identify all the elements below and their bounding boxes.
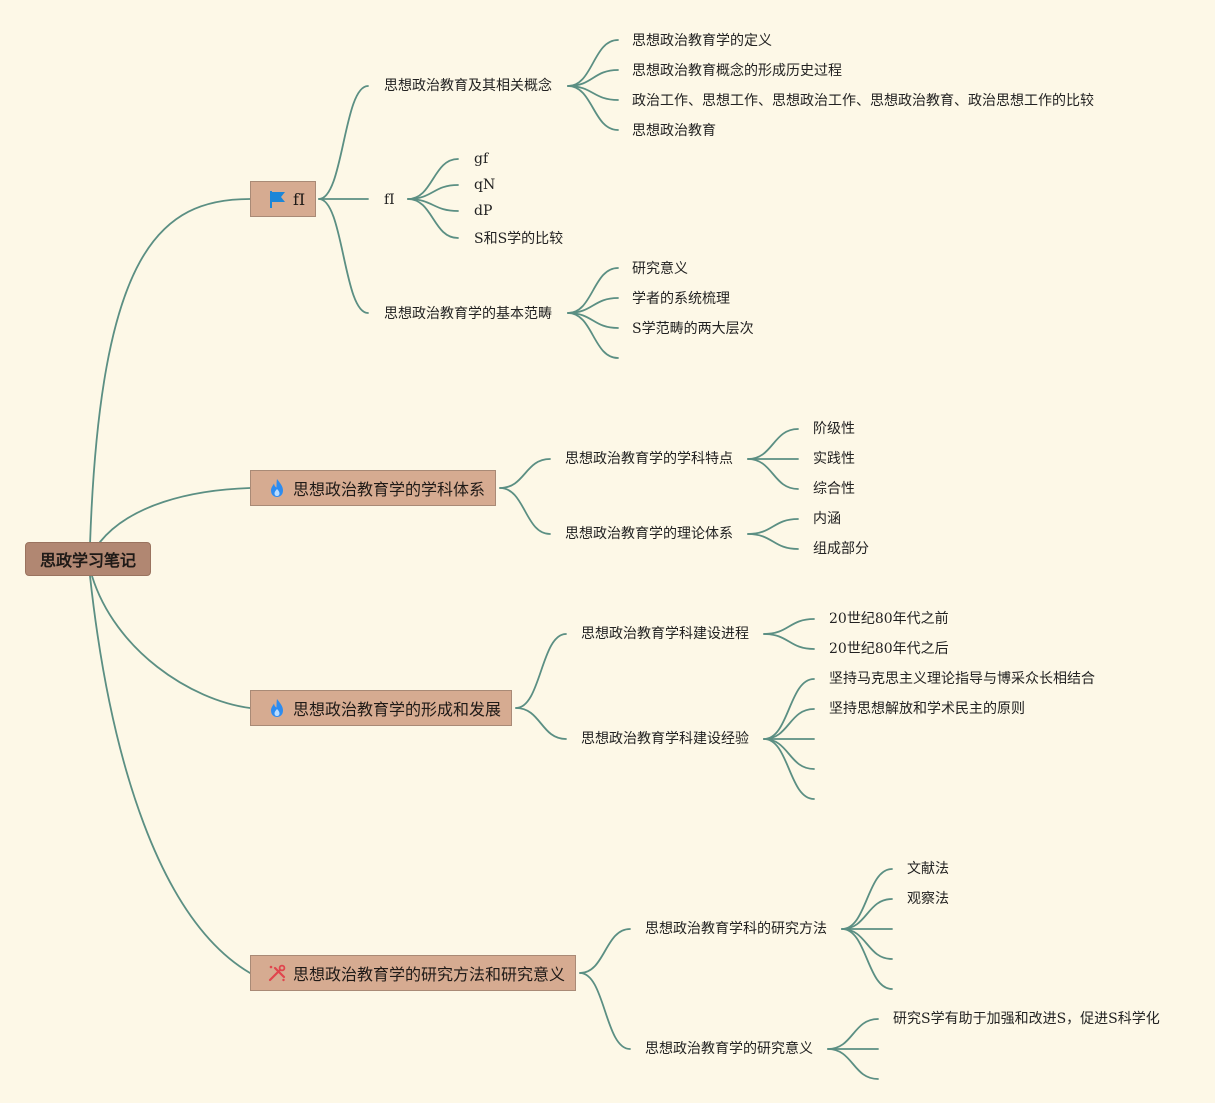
leaf-topic[interactable]: 内涵 bbox=[813, 511, 841, 527]
branch-topic-1[interactable]: 思想政治教育学的学科体系 bbox=[250, 470, 497, 506]
leaf-connector bbox=[827, 1048, 879, 1080]
leaf-connector bbox=[747, 533, 799, 550]
leaf-topic[interactable]: S和S学的比较 bbox=[474, 231, 564, 247]
leaf-topic[interactable]: 思想政治教育学的定义 bbox=[632, 33, 772, 49]
leaf-connector bbox=[499, 487, 551, 535]
leaf-connector bbox=[579, 972, 631, 1050]
subtopic-research-significance[interactable]: 思想政治教育学的研究意义 bbox=[645, 1041, 813, 1057]
fire-icon bbox=[271, 479, 283, 497]
branch-connector bbox=[91, 575, 251, 709]
leaf-topic[interactable]: 研究S学有助于加强和改进S，促进S科学化 bbox=[893, 1011, 1160, 1027]
branch-connector bbox=[89, 575, 251, 974]
leaf-topic[interactable]: 坚持马克思主义理论指导与博采众长相结合 bbox=[829, 671, 1095, 687]
leaf-connector bbox=[841, 928, 893, 960]
fire-icon bbox=[271, 699, 283, 717]
leaf-connector bbox=[763, 633, 815, 650]
leaf-connector bbox=[827, 1018, 879, 1050]
leaf-connector bbox=[841, 868, 893, 930]
leaf-connector bbox=[579, 928, 631, 974]
leaf-connector bbox=[763, 708, 815, 740]
leaf-topic[interactable]: 研究意义 bbox=[632, 261, 688, 277]
leaf-connector bbox=[407, 198, 459, 239]
branch-topic-label: 思想政治教育学的学科体系 bbox=[293, 480, 486, 499]
subtopic-construction-process[interactable]: 思想政治教育学科建设进程 bbox=[581, 626, 749, 642]
leaf-connector bbox=[567, 39, 619, 87]
subtopic-related-concepts[interactable]: 思想政治教育及其相关概念 bbox=[384, 78, 552, 94]
leaf-topic[interactable]: 20世纪80年代之后 bbox=[829, 641, 949, 657]
branch-topic-0[interactable]: fI bbox=[250, 181, 317, 217]
leaf-topic[interactable]: 政治工作、思想工作、思想政治工作、思想政治教育、政治思想工作的比较 bbox=[632, 93, 1094, 109]
leaf-topic[interactable]: 文献法 bbox=[907, 861, 949, 877]
leaf-connector bbox=[763, 738, 815, 800]
leaf-connector bbox=[841, 928, 893, 990]
leaf-topic[interactable]: 20世纪80年代之前 bbox=[829, 611, 949, 627]
leaf-connector bbox=[747, 518, 799, 535]
leaf-topic[interactable]: 组成部分 bbox=[813, 541, 869, 557]
leaf-connector bbox=[567, 312, 619, 359]
leaf-connector bbox=[763, 678, 815, 740]
leaf-topic[interactable]: 综合性 bbox=[813, 481, 855, 497]
leaf-connector bbox=[567, 85, 619, 131]
leaf-connector bbox=[499, 458, 551, 489]
branch-connector bbox=[89, 198, 251, 546]
subtopic-research-methods[interactable]: 思想政治教育学科的研究方法 bbox=[645, 921, 827, 937]
leaf-connector bbox=[318, 85, 369, 200]
branch-topic-3[interactable]: 思想政治教育学的研究方法和研究意义 bbox=[250, 955, 577, 991]
leaf-connector bbox=[515, 633, 567, 709]
leaf-topic[interactable]: 坚持思想解放和学术民主的原则 bbox=[829, 701, 1025, 717]
leaf-topic[interactable]: 实践性 bbox=[813, 451, 855, 467]
leaf-topic[interactable]: S学范畴的两大层次 bbox=[632, 321, 754, 337]
branch-topic-label: 思想政治教育学的形成和发展 bbox=[293, 700, 502, 719]
branch-connector bbox=[99, 487, 251, 543]
flag-icon bbox=[270, 191, 285, 208]
leaf-topic[interactable]: dP bbox=[474, 203, 493, 219]
leaf-topic[interactable]: qN bbox=[474, 177, 496, 193]
leaf-topic[interactable]: 思想政治教育概念的形成历史过程 bbox=[632, 63, 842, 79]
leaf-connector bbox=[747, 428, 799, 460]
subtopic-discipline-features[interactable]: 思想政治教育学的学科特点 bbox=[565, 451, 733, 467]
leaf-topic[interactable]: 思想政治教育 bbox=[632, 123, 716, 139]
leaf-topic[interactable]: 学者的系统梳理 bbox=[632, 291, 730, 307]
subtopic-construction-experience[interactable]: 思想政治教育学科建设经验 bbox=[581, 731, 749, 747]
root-topic-label: 思政学习笔记 bbox=[39, 551, 136, 570]
leaf-connector bbox=[747, 458, 799, 490]
leaf-topic[interactable]: 观察法 bbox=[907, 891, 949, 907]
leaf-connector bbox=[763, 738, 815, 770]
branch-topic-2[interactable]: 思想政治教育学的形成和发展 bbox=[250, 690, 513, 726]
leaf-connector bbox=[318, 198, 369, 314]
branch-topic-label: fI bbox=[293, 189, 306, 209]
subtopic-theory-system[interactable]: 思想政治教育学的理论体系 bbox=[565, 526, 733, 542]
leaf-connector bbox=[841, 898, 893, 930]
root-topic[interactable]: 思政学习笔记 bbox=[25, 542, 151, 576]
leaf-topic[interactable]: 阶级性 bbox=[813, 421, 855, 437]
leaf-connector bbox=[515, 707, 567, 740]
subtopic-fi[interactable]: fI bbox=[384, 192, 395, 208]
tools-icon bbox=[268, 964, 286, 982]
branch-topic-label: 思想政治教育学的研究方法和研究意义 bbox=[293, 965, 566, 984]
subtopic-basic-categories[interactable]: 思想政治教育学的基本范畴 bbox=[384, 306, 552, 322]
leaf-topic[interactable]: gf bbox=[474, 151, 489, 167]
leaf-connector bbox=[763, 618, 815, 635]
